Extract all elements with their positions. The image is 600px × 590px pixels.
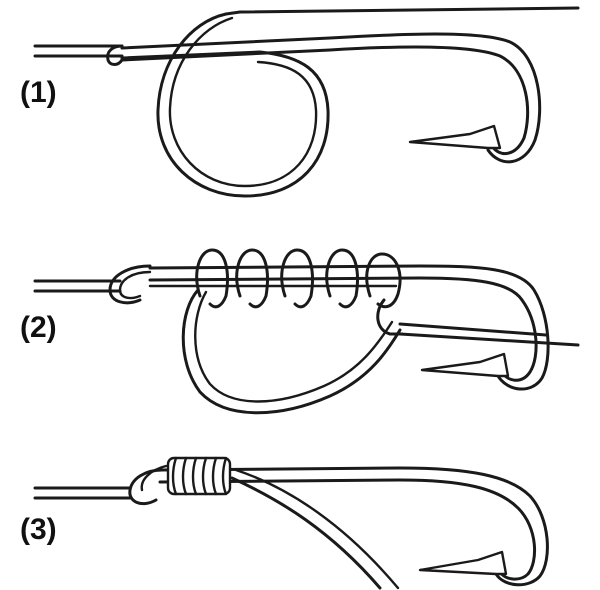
- step-3-label: (3): [20, 513, 57, 546]
- step-2-tag-end: [398, 322, 580, 347]
- step-2-hook-eye: [108, 264, 152, 305]
- step-1-figure: [33, 6, 580, 198]
- step-2-hook: [148, 264, 550, 391]
- step-3-hook: [158, 466, 549, 587]
- step-1-line-loop: [120, 12, 330, 198]
- step-2-fishing-line: [33, 279, 122, 293]
- step-2-wraps: [195, 248, 404, 336]
- step-2-label: (2): [20, 311, 57, 344]
- step-1-label: (1): [20, 76, 57, 109]
- step-3-tag-end: [230, 468, 400, 590]
- step-1-leader-line: [238, 6, 580, 14]
- step-3-finished-knot: [140, 456, 232, 496]
- step-1-hook-eye: [106, 44, 124, 66]
- step-2-figure: [33, 248, 580, 415]
- step-1-hook: [120, 32, 542, 164]
- step-3-hook-eye: [128, 468, 164, 506]
- step-2-line-loop: [181, 288, 402, 415]
- step-3-figure: [33, 456, 549, 590]
- step-3-fishing-line: [33, 486, 132, 500]
